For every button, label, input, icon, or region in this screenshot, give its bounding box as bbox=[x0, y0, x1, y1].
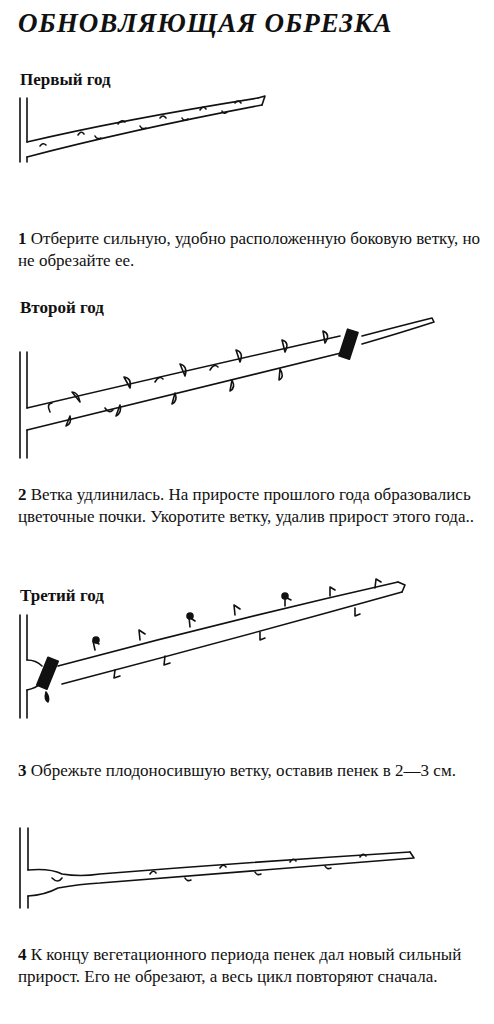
diagram-title: ОБНОВЛЯЮЩАЯ ОБРЕЗКА bbox=[18, 8, 392, 39]
step-number: 1 bbox=[18, 229, 27, 248]
step-text: Отберите сильную, удобно расположенную б… bbox=[18, 229, 480, 270]
step-number: 3 bbox=[18, 761, 27, 780]
branch-year-2 bbox=[20, 318, 434, 458]
step-caption: 2 Ветка удлинилась. На приросте прошлого… bbox=[18, 484, 480, 528]
step-caption: 1 Отберите сильную, удобно расположенную… bbox=[18, 228, 480, 272]
step-text: К концу вегетационного периода пенек дал… bbox=[18, 945, 461, 986]
step-caption: 4 К концу вегетационного периода пенек д… bbox=[18, 944, 480, 988]
step-text: Ветка удлинилась. На приросте прошлого г… bbox=[18, 485, 474, 526]
year-heading: Второй год bbox=[20, 298, 104, 318]
year-heading: Первый год bbox=[20, 70, 111, 90]
step-text: Обрежьте плодоносившую ветку, оставив пе… bbox=[31, 761, 456, 780]
branch-year-4 bbox=[20, 828, 414, 908]
step-number: 2 bbox=[18, 485, 27, 504]
step-caption: 3 Обрежьте плодоносившую ветку, оставив … bbox=[18, 760, 480, 782]
branch-year-1 bbox=[20, 96, 265, 162]
branch-year-3 bbox=[20, 579, 405, 718]
step-number: 4 bbox=[18, 945, 27, 964]
year-heading: Третий год bbox=[20, 586, 104, 606]
